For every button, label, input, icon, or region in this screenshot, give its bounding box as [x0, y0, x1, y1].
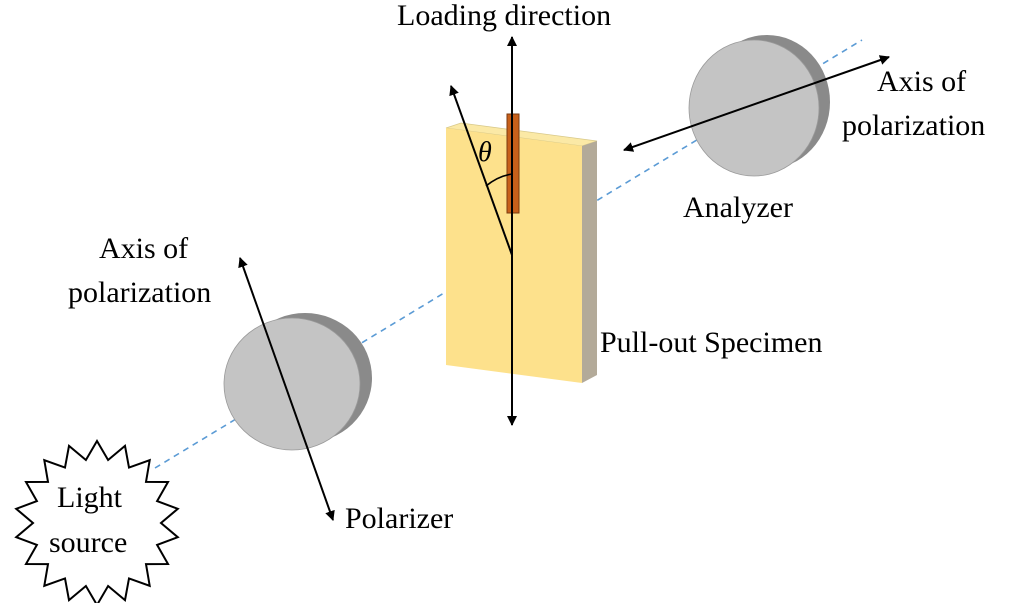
angle-symbol: θ	[478, 137, 492, 168]
analyzer-disc	[688, 35, 830, 177]
polarizer-disc	[223, 313, 372, 451]
analyzer-axis-label-line2: polarization	[842, 109, 985, 142]
loading-direction-label: Loading direction	[397, 0, 611, 32]
analyzer-label: Analyzer	[683, 191, 793, 224]
polarizer-face	[223, 317, 361, 451]
light-source-label-line2: source	[49, 526, 127, 559]
specimen-side-face	[582, 141, 597, 383]
polarization-angle-arrow	[449, 85, 513, 256]
polarizer-axis-label-line1: Axis of	[99, 232, 188, 265]
polarizer-label: Polarizer	[345, 502, 453, 535]
polarizer-axis-label-line2: polarization	[68, 276, 211, 309]
pull-out-specimen	[445, 122, 598, 383]
polarizer-axis-arrow	[238, 257, 335, 521]
analyzer-axis-label-line1: Axis of	[877, 65, 966, 98]
angle-arc	[485, 173, 513, 187]
light-source-starburst	[14, 439, 180, 603]
light-source-label-line1: Light	[57, 481, 123, 514]
analyzer-face	[688, 39, 820, 177]
analyzer-axis-arrow	[623, 55, 890, 152]
pull-out-specimen-label: Pull-out Specimen	[600, 326, 822, 359]
